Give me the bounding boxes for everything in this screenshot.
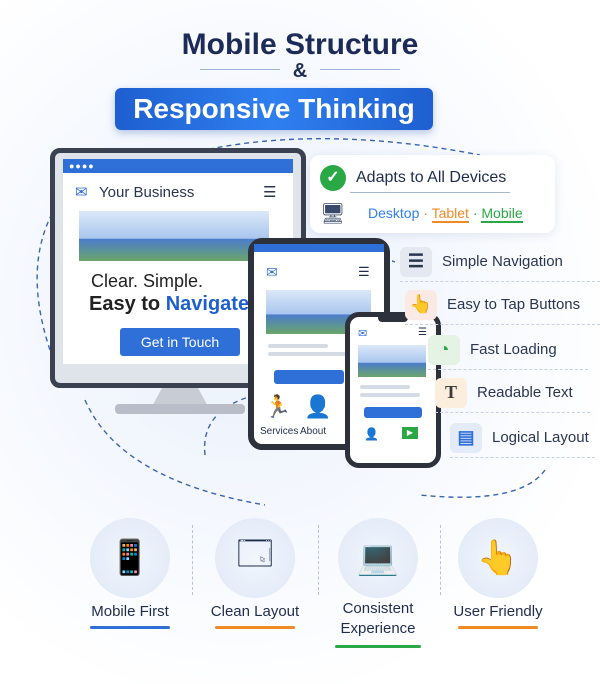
text-line [268,344,328,348]
menu-icon: ☰ [400,246,432,277]
envelope-logo-icon: ✉ [358,328,368,340]
feature-fast-loading: ◔ Fast Loading [428,330,588,370]
layout-icon: ▤ [450,422,482,453]
browser-bar: ●●●● [63,159,293,173]
headline-text: Easy to [89,293,166,315]
consistent-label: Consistent [342,600,414,617]
phone-button[interactable] [364,407,422,418]
device-desktop: Desktop [368,205,420,221]
about-person-icon: 👤 [304,394,332,419]
services-icon: 🏃 [264,394,292,419]
hamburger-menu-icon[interactable]: ☰ [418,327,427,338]
text-line [360,393,420,397]
monitor-base [115,404,245,414]
headline-line-2: Easy to Navigate [89,293,249,316]
about-tile[interactable]: About [300,426,327,437]
adapts-title: Adapts to All Devices [356,169,507,186]
desktop-tablet-icon: 🖥 [320,203,346,225]
separator-dot: · [423,205,428,221]
divider [440,525,441,595]
underline [215,626,295,629]
feature-easy-to-tap-buttons: 👆 Easy to Tap Buttons [405,285,600,325]
tap-chat-icon: 👆 [458,518,538,598]
underline [335,645,421,648]
text-line [360,385,410,389]
divider [350,192,510,193]
text-line [268,352,348,356]
brand-name: Your Business [99,184,195,201]
underline [90,626,170,629]
envelope-logo-icon: ✉ [75,184,88,201]
mobile-phone-icon: 📱 [90,518,170,598]
device-list: Desktop · Tablet · Mobile [368,205,523,223]
check-icon: ✓ [320,165,346,191]
divider [192,525,193,595]
divider [318,525,319,595]
hamburger-menu-icon[interactable]: ☰ [263,184,277,201]
experience-label: Experience [340,620,416,637]
feature-readable-text: T Readable Text [435,373,590,413]
phone-notch [378,317,408,322]
user-friendly-label: User Friendly [453,603,543,620]
adapts-devices-card: ✓ Adapts to All Devices 🖥 Desktop · Tabl… [310,155,555,233]
tablet-bar [254,244,384,252]
divider [320,69,400,70]
hamburger-menu-icon[interactable]: ☰ [358,264,370,279]
profile-icon: 👤 [364,427,379,441]
play-video-icon[interactable]: ▶ [402,427,418,439]
clean-layout-icon: 🗔 [215,518,295,598]
feature-logical-layout: ▤ Logical Layout [450,418,595,458]
device-tablet: Tablet [431,205,469,223]
headline-highlight: Navigate [165,293,250,315]
services-tile[interactable]: Services [260,426,299,437]
divider [200,69,280,70]
mobile-first-label: Mobile First [91,603,169,620]
feature-label: Simple Navigation [442,253,563,270]
mobile-phone: ✉ ☰ 👤 ▶ [345,312,441,468]
ampersand: & [292,60,308,82]
phone-hero-image [358,345,426,377]
feature-label: Logical Layout [492,429,589,446]
main-title: Mobile Structure [181,28,419,61]
clean-layout-label: Clean Layout [210,603,300,620]
text-icon: T [435,377,467,408]
feature-label: Readable Text [477,384,573,401]
envelope-logo-icon: ✉ [266,264,278,280]
get-in-touch-button[interactable]: Get in Touch [120,328,240,356]
dashed-arrow [419,469,546,498]
subtitle-banner: Responsive Thinking [115,88,433,130]
devices-check-icon: 💻 [338,518,418,598]
feature-label: Easy to Tap Buttons [447,296,581,313]
dashed-arrow [203,394,256,456]
feature-simple-navigation: ☰ Simple Navigation [400,242,600,282]
device-mobile: Mobile [481,205,523,223]
speedometer-icon: ◔ [428,334,460,365]
hero-image [79,211,269,261]
underline [458,626,538,629]
tap-hand-icon: 👆 [405,289,437,320]
feature-label: Fast Loading [470,341,557,358]
headline-line-1: Clear. Simple. [91,271,204,291]
dashed-arrow [84,399,266,506]
tablet-button[interactable] [274,370,344,384]
separator-dot: · [472,205,478,221]
window-dots-icon: ●●●● [69,161,95,171]
